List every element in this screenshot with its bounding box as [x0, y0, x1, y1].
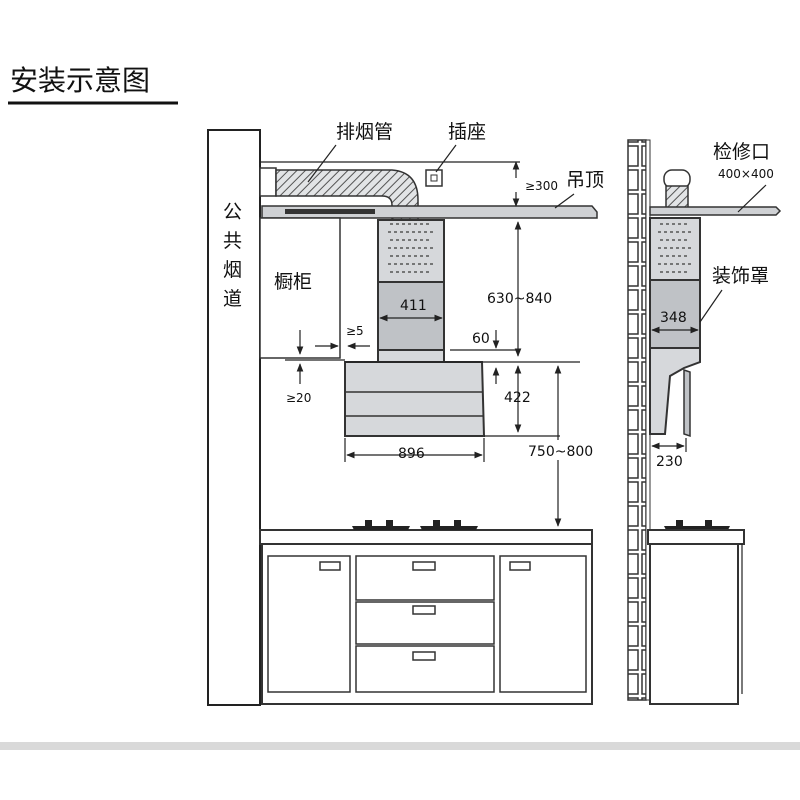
socket-label: 插座: [448, 121, 486, 143]
dim-896: 896: [398, 446, 425, 462]
dim-20: ≥20: [286, 391, 311, 405]
ceiling-label: 吊顶: [566, 169, 604, 191]
cover-label: 装饰罩: [712, 265, 769, 287]
side-brick-wall: [627, 139, 647, 701]
drawer-1-handle: [412, 561, 436, 571]
countertop: [259, 529, 593, 545]
burner-left: [352, 520, 410, 530]
footer-band: [0, 742, 800, 750]
flue-label-4: 道: [223, 288, 242, 310]
duct-label: 排烟管: [336, 121, 393, 143]
access-label: 检修口: [713, 141, 770, 163]
side-hood-panel: [683, 368, 691, 438]
ceiling-slot: [285, 209, 375, 214]
ceiling-leader: [554, 193, 575, 209]
dim-422: 422: [504, 390, 531, 406]
dim-750-800: 750~800: [528, 444, 593, 460]
flue-label-3: 烟: [223, 259, 242, 281]
drawer-2-handle: [412, 605, 436, 615]
dim-5: ≥5: [346, 324, 364, 338]
cover-leader: [699, 289, 723, 323]
socket-leader: [435, 144, 457, 173]
socket-inner: [430, 174, 438, 182]
side-cover-upper: [649, 217, 701, 281]
side-ceiling-board: [649, 206, 782, 216]
duct-leader: [307, 144, 337, 183]
dim-630-840: 630~840: [487, 291, 552, 307]
dim-60: 60: [472, 331, 490, 347]
right-door: [499, 555, 587, 693]
hood-neck: [377, 349, 445, 363]
cabinet-label: 橱柜: [274, 271, 312, 293]
flue-label-1: 公: [223, 201, 242, 223]
dim-411: 411: [400, 298, 427, 314]
hood-lower-cover: [377, 281, 445, 351]
side-hood-body: [649, 347, 701, 435]
hood-body: [344, 361, 486, 437]
side-cover-lower: [649, 279, 701, 349]
side-duct-spiral: [658, 223, 692, 273]
access-size: 400×400: [718, 167, 774, 181]
socket: [425, 169, 443, 187]
public-flue-wall: [207, 129, 261, 706]
duct-spiral: [388, 223, 434, 273]
flue-label-2: 共: [223, 230, 242, 252]
left-door: [267, 555, 351, 693]
drawer-3-handle: [412, 651, 436, 661]
side-base-cabinet: [649, 543, 739, 705]
side-countertop: [647, 529, 745, 545]
diagram-title: 安装示意图: [10, 64, 150, 97]
left-door-handle: [319, 561, 341, 571]
dim-750-bg: [526, 440, 598, 460]
side-burner: [664, 520, 730, 530]
dim-300: ≥300: [525, 179, 558, 193]
burner-right: [420, 520, 478, 530]
access-leader: [737, 184, 767, 213]
right-door-handle: [509, 561, 531, 571]
dim-230: 230: [656, 454, 683, 470]
duct-stub: [259, 167, 277, 197]
dim-348: 348: [660, 310, 687, 326]
